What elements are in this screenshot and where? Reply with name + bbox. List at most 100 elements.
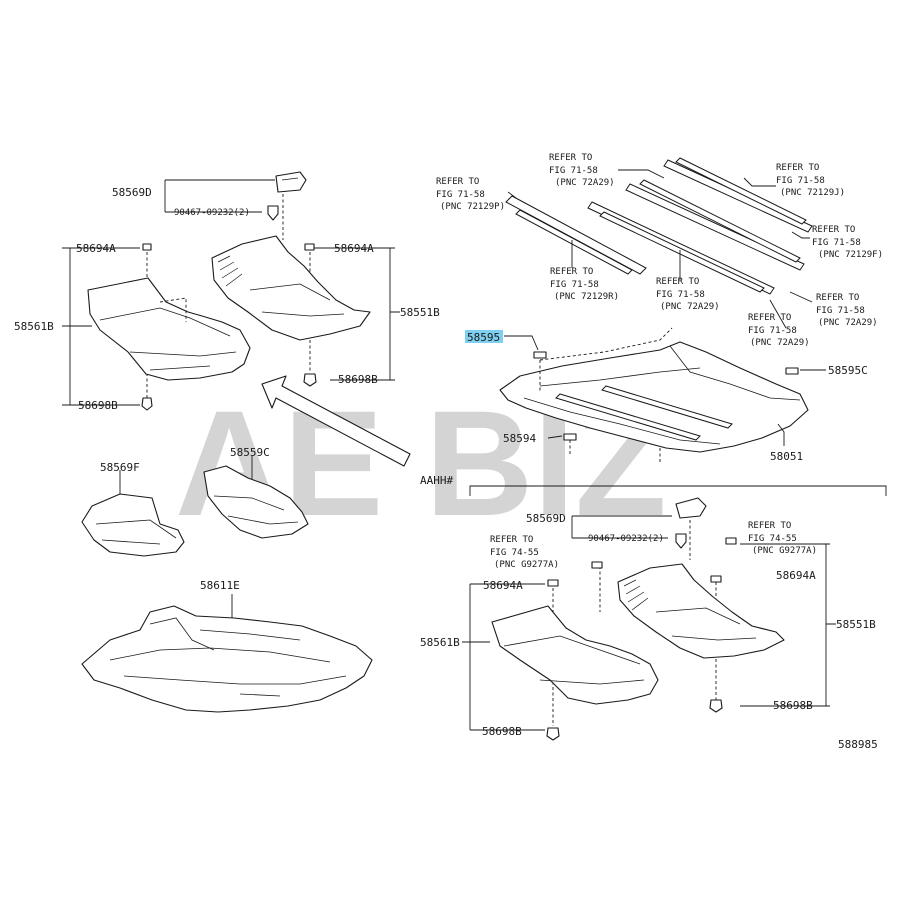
svg-text:REFER TO: REFER TO [748,521,791,531]
top-left-assembly [62,171,400,411]
floor-mat-58551B-top[interactable] [211,235,371,341]
ref-r3[interactable]: REFER TO FIG 71-58 (PNC 72129P) [436,177,505,212]
svg-text:(PNC 72A29): (PNC 72A29) [750,338,810,348]
floor-mat-58551B-bottom[interactable] [617,563,785,659]
svg-text:REFER TO: REFER TO [656,277,699,287]
diagram-id: 588985 [838,738,878,751]
clip-58694A-tl[interactable] [142,243,152,251]
ref-r6[interactable]: REFER TO FIG 71-58 (PNC 72A29) [656,277,720,312]
part-58595-highlighted[interactable] [533,351,547,359]
ref-r5[interactable]: REFER TO FIG 71-58 (PNC 72129R) [550,267,619,302]
svg-text:REFER TO: REFER TO [816,293,859,303]
svg-text:(PNC G9277A): (PNC G9277A) [752,546,817,556]
svg-text:REFER TO: REFER TO [549,153,592,163]
ref-r9[interactable]: REFER TO FIG 74-55 (PNC G9277A) [490,535,559,570]
reference-callouts: REFER TO FIG 71-58 (PNC 72A29) REFER TO … [436,153,883,570]
direction-arrow [261,375,411,467]
clip-58698B-bl[interactable] [546,727,560,741]
ref-r7[interactable]: REFER TO FIG 71-58 (PNC 72A29) [816,293,878,328]
label-58611E[interactable]: 58611E [200,579,240,592]
clip-G9277A-left[interactable] [591,561,603,569]
svg-text:FIG 71-58: FIG 71-58 [776,176,825,186]
label-group-AAHH: AAHH# [420,474,453,487]
clip-90467-top[interactable] [267,205,279,221]
svg-text:FIG 71-58: FIG 71-58 [549,166,598,176]
label-58569D-top[interactable]: 58569D [112,186,152,199]
svg-text:FIG 71-58: FIG 71-58 [812,238,861,248]
clip-58698B-tr[interactable] [303,373,317,387]
label-58694A-br[interactable]: 58694A [776,569,816,582]
clip-58698B-br[interactable] [709,699,723,713]
part-58569F[interactable] [81,493,185,557]
floor-carpet-58611E[interactable] [81,605,373,713]
label-58561B-top[interactable]: 58561B [14,320,54,333]
svg-text:(PNC 72129R): (PNC 72129R) [554,292,619,302]
clip-58698B-tl[interactable] [141,397,153,411]
label-58698B-tr[interactable]: 58698B [338,373,378,386]
svg-text:FIG 71-58: FIG 71-58 [748,326,797,336]
part-58594[interactable] [563,433,577,441]
middle-left-parts [81,456,309,557]
ref-r4[interactable]: REFER TO FIG 71-58 (PNC 72129F) [812,225,883,260]
clip-58694A-bl[interactable] [547,579,559,587]
bottom-left-assembly [81,594,373,713]
svg-text:(PNC 72129F): (PNC 72129F) [818,250,883,260]
label-58694A-tr[interactable]: 58694A [334,242,374,255]
svg-text:FIG 71-58: FIG 71-58 [656,290,705,300]
ref-r1[interactable]: REFER TO FIG 71-58 (PNC 72A29) [549,153,615,188]
svg-text:(PNC 72A29): (PNC 72A29) [555,178,615,188]
svg-text:REFER TO: REFER TO [776,163,819,173]
svg-text:FIG 71-58: FIG 71-58 [816,306,865,316]
label-58595[interactable]: 58595 [467,331,500,344]
label-58698B-br[interactable]: 58698B [773,699,813,712]
label-58551B-bottom[interactable]: 58551B [836,618,876,631]
svg-text:(PNC 72129P): (PNC 72129P) [440,202,505,212]
svg-text:REFER TO: REFER TO [436,177,479,187]
part-58559C[interactable] [203,465,309,539]
part-labels: 58569D 90467-09232(2) 58694A 58694A 5856… [14,186,878,751]
ref-r10[interactable]: REFER TO FIG 74-55 (PNC G9277A) [748,521,817,556]
ref-r8[interactable]: REFER TO FIG 71-58 (PNC 72A29) [748,313,810,348]
svg-text:(PNC 72A29): (PNC 72A29) [660,302,720,312]
ref-r2[interactable]: REFER TO FIG 71-58 (PNC 72129J) [776,163,845,198]
svg-text:(PNC 72129J): (PNC 72129J) [780,188,845,198]
svg-text:REFER TO: REFER TO [748,313,791,323]
label-58051[interactable]: 58051 [770,450,803,463]
svg-text:REFER TO: REFER TO [550,267,593,277]
label-58694A-bl[interactable]: 58694A [483,579,523,592]
label-58551B-top[interactable]: 58551B [400,306,440,319]
label-58595C[interactable]: 58595C [828,364,868,377]
svg-text:FIG 74-55: FIG 74-55 [490,548,539,558]
svg-text:(PNC G9277A): (PNC G9277A) [494,560,559,570]
floor-mat-58561B-bottom[interactable] [491,605,659,705]
svg-text:REFER TO: REFER TO [812,225,855,235]
label-58594[interactable]: 58594 [503,432,536,445]
label-58698B-tl[interactable]: 58698B [78,399,118,412]
label-90467-bottom[interactable]: 90467-09232(2) [588,534,664,544]
part-58595C[interactable] [785,367,799,375]
label-58698B-bl[interactable]: 58698B [482,725,522,738]
clip-90467-bottom[interactable] [675,533,687,549]
svg-text:(PNC 72A29): (PNC 72A29) [818,318,878,328]
svg-text:FIG 71-58: FIG 71-58 [436,190,485,200]
label-58559C[interactable]: 58559C [230,446,270,459]
clip-G9277A-right[interactable] [725,537,737,545]
clip-58694A-br[interactable] [710,575,722,583]
label-58569D-bottom[interactable]: 58569D [526,512,566,525]
svg-text:REFER TO: REFER TO [490,535,533,545]
bracket-58569D-bottom[interactable] [675,497,707,519]
label-58569F[interactable]: 58569F [100,461,140,474]
label-90467-top[interactable]: 90467-09232(2) [174,208,250,218]
floor-mat-58561B-top[interactable] [87,277,251,381]
svg-text:FIG 74-55: FIG 74-55 [748,534,797,544]
label-58694A-tl[interactable]: 58694A [76,242,116,255]
label-58561B-bottom[interactable]: 58561B [420,636,460,649]
bracket-58569D-top[interactable] [275,171,307,193]
highlight-58595 [465,330,503,343]
svg-text:FIG 71-58: FIG 71-58 [550,280,599,290]
clip-58694A-tr[interactable] [304,243,315,251]
bottom-right-assembly [462,485,887,741]
top-right-assembly [499,157,826,462]
